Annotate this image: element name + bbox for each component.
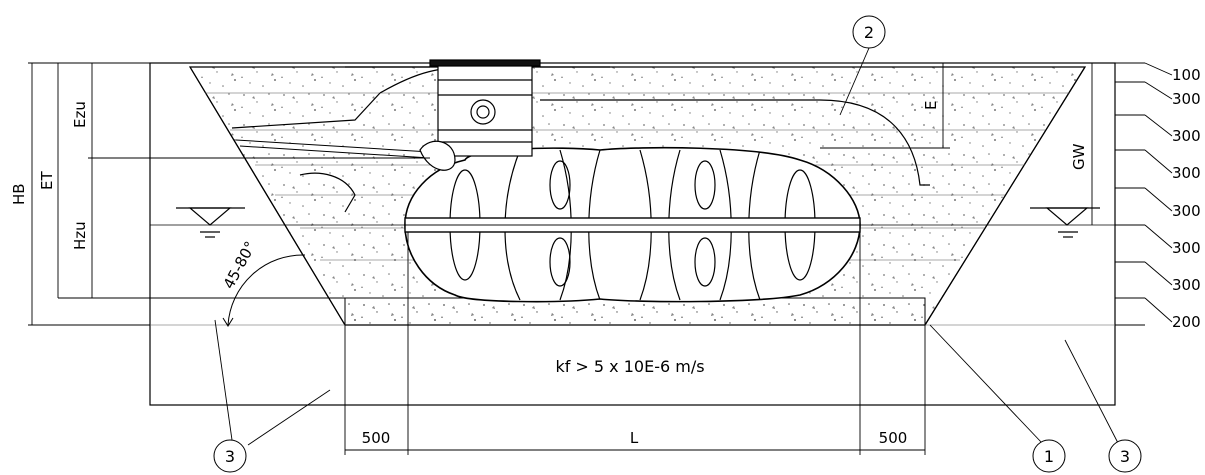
left-dimensions	[28, 62, 430, 326]
dim-hzu: Hzu	[71, 221, 89, 250]
layer-values: 100 300 300 300 300 300 300 200	[1172, 66, 1201, 331]
dim-gw: GW	[1070, 143, 1088, 170]
soil-permeability-label: kf > 5 x 10E-6 m/s	[555, 357, 704, 376]
groundwater-symbol-left	[176, 207, 245, 238]
layer-value: 300	[1172, 239, 1201, 257]
svg-text:1: 1	[1044, 447, 1054, 466]
dim-ezu: Ezu	[71, 101, 89, 128]
inlet-pipe	[235, 139, 431, 159]
slope-angle-arc	[227, 254, 306, 326]
dim-e: E	[922, 101, 940, 110]
dim-hb: HB	[10, 183, 28, 205]
callout-3-left: 3	[213, 439, 247, 473]
layer-value: 300	[1172, 164, 1201, 182]
layer-value: 300	[1172, 127, 1201, 145]
right-inner-dimensions	[820, 63, 1093, 225]
layer-value: 200	[1172, 313, 1201, 331]
groundwater-symbol-right	[1030, 207, 1100, 238]
dim-et: ET	[38, 171, 56, 190]
bottom-dimensions	[344, 232, 926, 455]
callout-leaders	[214, 47, 1119, 446]
dim-left-offset: 500	[362, 429, 391, 447]
callout-3-right: 3	[1108, 439, 1142, 473]
svg-text:3: 3	[225, 447, 235, 466]
layer-scale	[1115, 62, 1173, 326]
svg-text:2: 2	[864, 23, 874, 42]
dim-length: L	[630, 429, 639, 447]
slope-angle-label: 45-80°	[220, 238, 260, 292]
tank-riser	[419, 59, 541, 171]
callout-1: 1	[1032, 439, 1066, 473]
excavation-pit	[149, 62, 1116, 406]
layer-value: 300	[1172, 202, 1201, 220]
layer-value: 300	[1172, 90, 1201, 108]
layer-value: 300	[1172, 276, 1201, 294]
dim-right-offset: 500	[879, 429, 908, 447]
callout-2: 2	[852, 15, 886, 49]
layer-value: 100	[1172, 66, 1201, 84]
svg-text:3: 3	[1120, 447, 1130, 466]
